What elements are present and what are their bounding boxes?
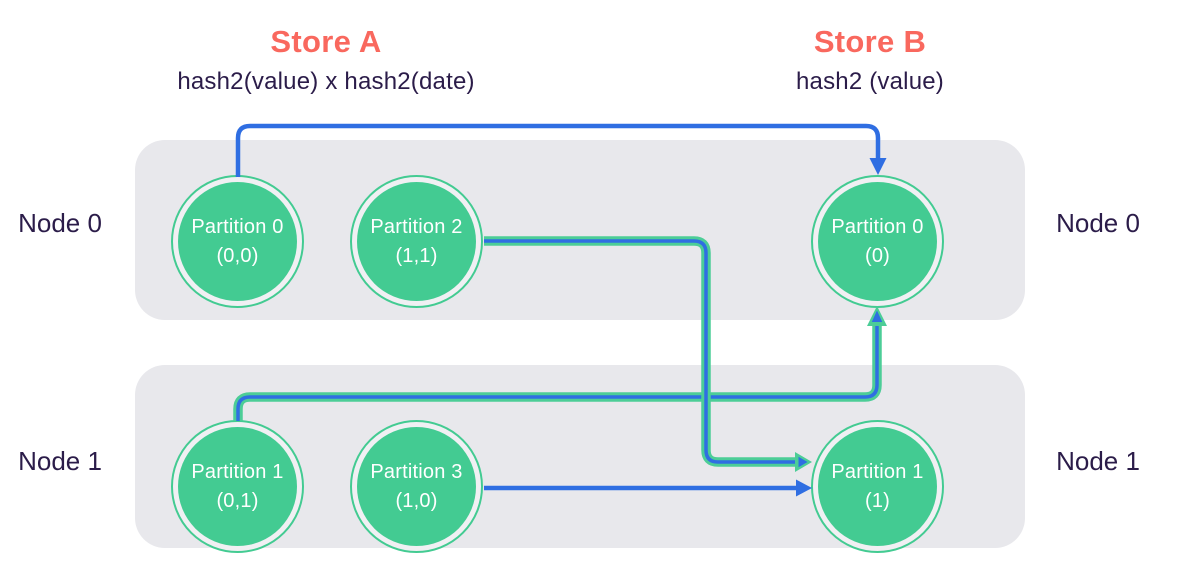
- partition-coords: (0,1): [216, 489, 259, 512]
- store-b-hash-formula: hash2 (value): [795, 68, 945, 95]
- node-0-label-right: Node 0: [1056, 208, 1140, 238]
- partition-coords: (0,0): [216, 244, 259, 267]
- partition-label: Partition 1: [831, 460, 924, 483]
- partition-storeB-0-core: Partition 0 (0): [818, 182, 937, 301]
- store-a-hash-formula: hash2(value) x hash2(date): [177, 68, 475, 95]
- partition-coords: (0): [864, 244, 891, 267]
- partition-storeA-2-core: Partition 2 (1,1): [357, 182, 476, 301]
- partition-storeB-1-core: Partition 1 (1): [818, 427, 937, 546]
- node-1-label-left: Node 1: [18, 446, 102, 476]
- partition-storeA-0-core: Partition 0 (0,0): [178, 182, 297, 301]
- partition-label: Partition 1: [191, 460, 284, 483]
- partition-label: Partition 0: [191, 215, 284, 238]
- store-a-header: Store A hash2(value) x hash2(date): [136, 24, 516, 96]
- partition-storeA-0: Partition 0 (0,0): [171, 175, 304, 308]
- partition-label: Partition 3: [370, 460, 463, 483]
- node-1-label-right: Node 1: [1056, 446, 1140, 476]
- partition-storeA-2: Partition 2 (1,1): [350, 175, 483, 308]
- partition-storeA-3: Partition 3 (1,0): [350, 420, 483, 553]
- partition-storeA-3-core: Partition 3 (1,0): [357, 427, 476, 546]
- partition-label: Partition 0: [831, 215, 924, 238]
- store-b-title: Store B: [813, 24, 927, 59]
- partition-storeA-1: Partition 1 (0,1): [171, 420, 304, 553]
- store-b-header: Store B hash2 (value): [680, 24, 1060, 96]
- partition-storeB-1: Partition 1 (1): [811, 420, 944, 553]
- partition-storeA-1-core: Partition 1 (0,1): [178, 427, 297, 546]
- partition-storeB-0: Partition 0 (0): [811, 175, 944, 308]
- partition-coords: (1,1): [395, 244, 438, 267]
- partition-coords: (1): [864, 489, 891, 512]
- store-a-title: Store A: [270, 24, 382, 59]
- node-0-label-left: Node 0: [18, 208, 102, 238]
- partition-coords: (1,0): [395, 489, 438, 512]
- partition-label: Partition 2: [370, 215, 463, 238]
